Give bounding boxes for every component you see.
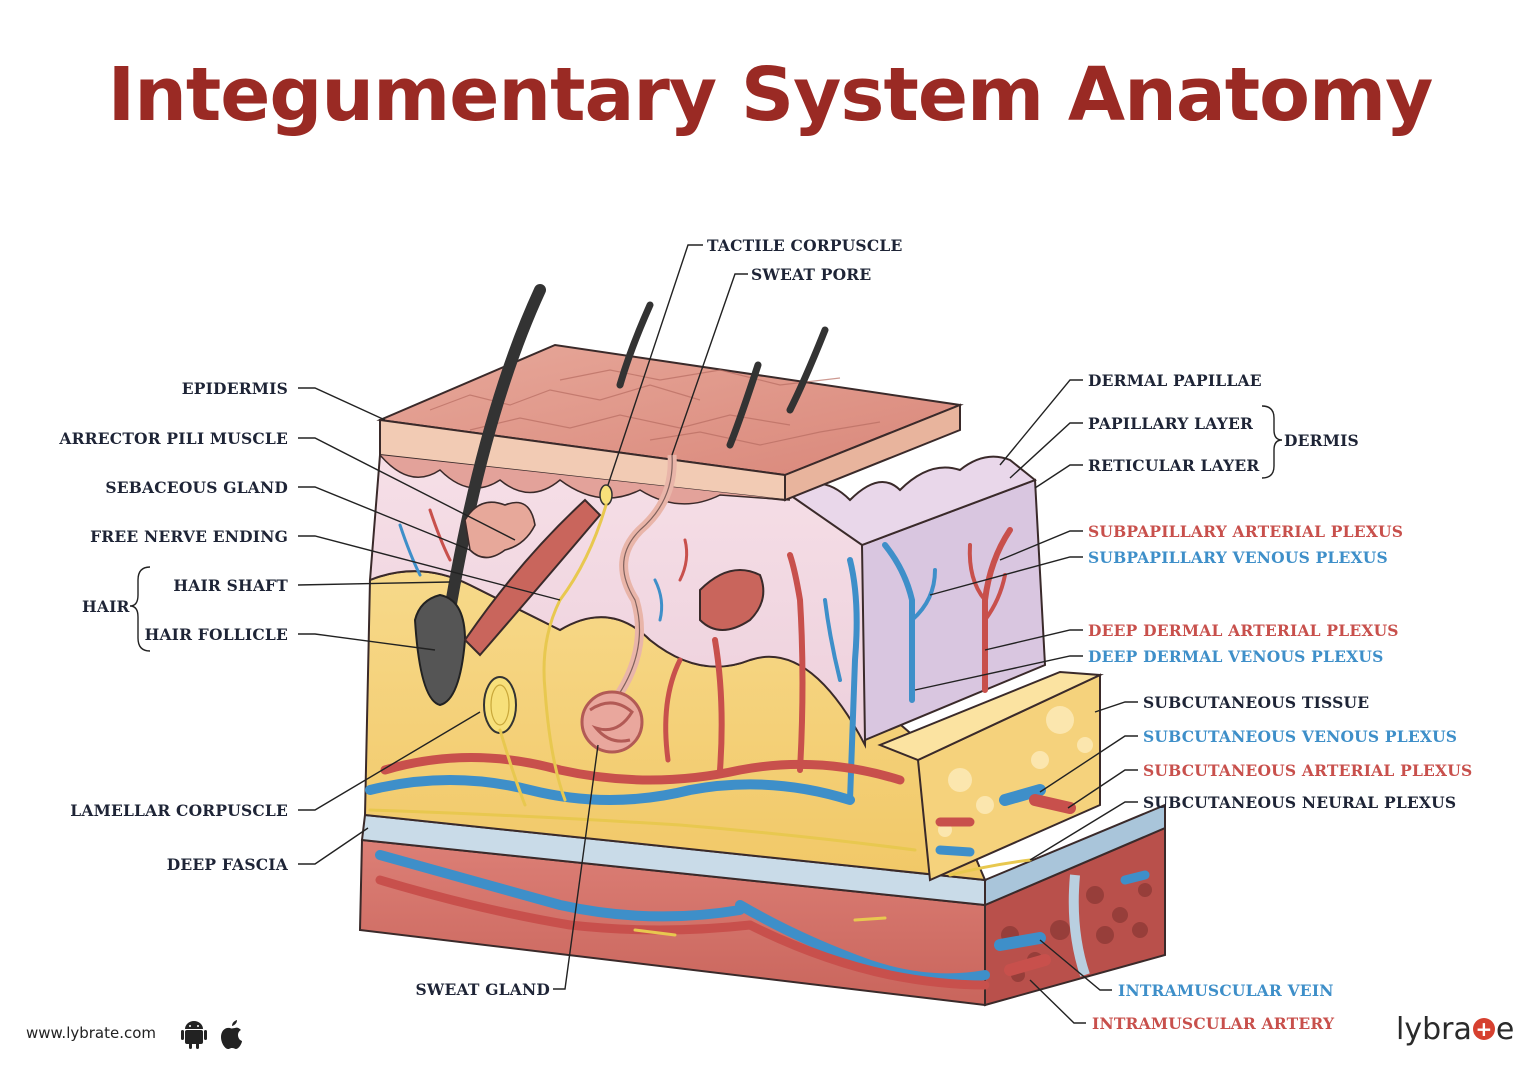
footer-url[interactable]: www.lybrate.com bbox=[26, 1024, 157, 1042]
sweat-gland-coil bbox=[580, 690, 644, 754]
lybrate-logo[interactable]: lybra+e bbox=[1396, 1012, 1514, 1047]
tactile-corpuscle-shape bbox=[599, 484, 613, 506]
label-sweat-gland: SWEAT GLAND bbox=[415, 980, 550, 999]
page-title: Integumentary System Anatomy bbox=[107, 52, 1434, 138]
veins bbox=[365, 523, 1150, 984]
hair-shafts bbox=[439, 284, 829, 646]
label-dermis: DERMIS bbox=[1284, 431, 1359, 450]
hair-follicle-shape bbox=[413, 593, 467, 707]
label-subcutaneous-neural-plexus: SUBCUTANEOUS NEURAL PLEXUS bbox=[1143, 793, 1457, 812]
label-hair: HAIR bbox=[82, 597, 130, 616]
label-hair-shaft: HAIR SHAFT bbox=[173, 576, 288, 595]
label-sebaceous-gland: SEBACEOUS GLAND bbox=[105, 478, 288, 497]
label-subpapillary-venous-plexus: SUBPAPILLARY VENOUS PLEXUS bbox=[1088, 548, 1388, 567]
label-tactile-corpuscle: TACTILE CORPUSCLE bbox=[707, 236, 903, 255]
label-subcutaneous-venous-plexus: SUBCUTANEOUS VENOUS PLEXUS bbox=[1143, 727, 1458, 746]
arrector-pili-shape bbox=[463, 498, 602, 657]
label-hair-follicle: HAIR FOLLICLE bbox=[144, 625, 288, 644]
label-dermal-papillae: DERMAL PAPILLAE bbox=[1088, 371, 1262, 390]
label-deep-fascia: DEEP FASCIA bbox=[166, 855, 288, 874]
label-subcutaneous-tissue: SUBCUTANEOUS TISSUE bbox=[1143, 693, 1370, 712]
label-reticular-layer: RETICULAR LAYER bbox=[1088, 456, 1260, 475]
label-papillary-layer: PAPILLARY LAYER bbox=[1088, 414, 1254, 433]
apple-icon bbox=[221, 1020, 242, 1049]
sebaceous-gland-shape bbox=[464, 501, 536, 559]
logo-text-left: lybra bbox=[1396, 1012, 1472, 1047]
label-deep-dermal-venous-plexus: DEEP DERMAL VENOUS PLEXUS bbox=[1088, 647, 1384, 666]
label-sweat-pore: SWEAT PORE bbox=[751, 265, 872, 284]
label-intramuscular-vein: INTRAMUSCULAR VEIN bbox=[1118, 981, 1334, 1000]
lamellar-corpuscle-shape bbox=[483, 676, 517, 734]
nerves bbox=[368, 503, 1032, 937]
label-subpapillary-arterial-plexus: SUBPAPILLARY ARTERIAL PLEXUS bbox=[1088, 522, 1404, 541]
label-free-nerve-ending: FREE NERVE ENDING bbox=[90, 527, 288, 546]
label-intramuscular-artery: INTRAMUSCULAR ARTERY bbox=[1092, 1014, 1335, 1033]
android-icon bbox=[181, 1021, 207, 1049]
label-arrector-pili-muscle: ARRECTOR PILI MUSCLE bbox=[59, 429, 288, 448]
app-store-icons bbox=[180, 1018, 244, 1054]
logo-plus-icon: + bbox=[1472, 1018, 1495, 1040]
label-subcutaneous-arterial-plexus: SUBCUTANEOUS ARTERIAL PLEXUS bbox=[1143, 761, 1473, 780]
arteries bbox=[375, 508, 1076, 990]
label-epidermis: EPIDERMIS bbox=[181, 379, 288, 398]
logo-text-right: e bbox=[1495, 1012, 1515, 1047]
label-lamellar-corpuscle: LAMELLAR CORPUSCLE bbox=[70, 801, 288, 820]
label-deep-dermal-arterial-plexus: DEEP DERMAL ARTERIAL PLEXUS bbox=[1088, 621, 1399, 640]
leader-lines bbox=[129, 244, 1283, 1024]
